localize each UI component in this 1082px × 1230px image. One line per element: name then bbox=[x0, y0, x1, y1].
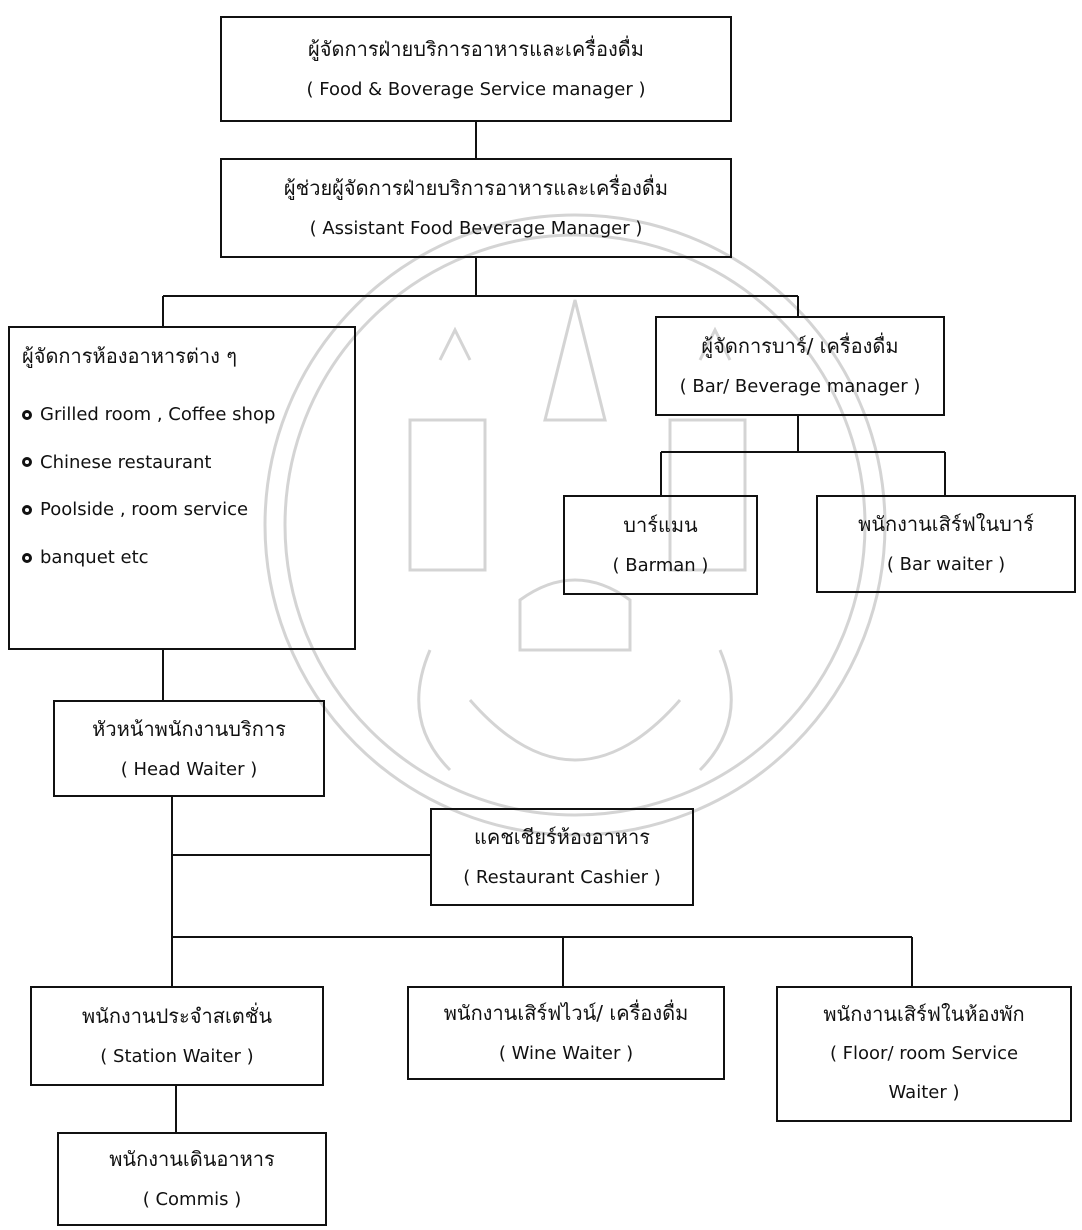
station-waiter-box: พนักงานประจำสเตชั่น ( Station Waiter ) bbox=[30, 986, 324, 1086]
bullet-icon bbox=[22, 504, 32, 515]
floor-waiter-box: พนักงานเสิร์ฟในห้องพัก ( Floor/ room Ser… bbox=[776, 986, 1072, 1122]
floor-waiter-title-en-line2: Waiter ) bbox=[888, 1082, 960, 1103]
head-waiter-title-en: ( Head Waiter ) bbox=[120, 758, 258, 780]
restaurant-item-label: Chinese restaurant bbox=[40, 451, 212, 473]
bar-waiter-title-th: พนักงานเสิร์ฟในบาร์ bbox=[858, 512, 1034, 537]
restaurant-list-item: Grilled room , Coffee shop bbox=[22, 404, 275, 426]
head-waiter-title-th: หัวหน้าพนักงานบริการ bbox=[92, 716, 286, 741]
cashier-box: แคชเชียร์ห้องอาหาร ( Restaurant Cashier … bbox=[430, 808, 694, 906]
restaurant-item-label: banquet etc bbox=[40, 546, 149, 568]
cashier-title-en: ( Restaurant Cashier ) bbox=[463, 867, 661, 889]
assistant-manager-title-th: ผู้ช่วยผู้จัดการฝ่ายบริการอาหารและเครื่อ… bbox=[283, 176, 669, 201]
station-waiter-title-th: พนักงานประจำสเตชั่น bbox=[81, 1004, 273, 1029]
floor-waiter-title-th: พนักงานเสิร์ฟในห้องพัก bbox=[823, 1002, 1025, 1026]
fb-manager-title-en: ( Food & Boverage Service manager ) bbox=[306, 79, 646, 101]
wine-waiter-box: พนักงานเสิร์ฟไวน์/ เครื่องดื่ม ( Wine Wa… bbox=[407, 986, 725, 1080]
floor-waiter-title-en-line1: ( Floor/ room Service bbox=[829, 1043, 1019, 1064]
wine-waiter-title-th: พนักงานเสิร์ฟไวน์/ เครื่องดื่ม bbox=[443, 1001, 689, 1026]
wine-waiter-title-en: ( Wine Waiter ) bbox=[498, 1043, 634, 1065]
bullet-icon bbox=[22, 409, 32, 420]
fb-manager-title-th: ผู้จัดการฝ่ายบริการอาหารและเครื่องดื่ม bbox=[308, 37, 644, 62]
assistant-manager-title-en: ( Assistant Food Beverage Manager ) bbox=[309, 218, 643, 240]
barman-title-en: ( Barman ) bbox=[612, 555, 709, 577]
restaurant-list-item: Chinese restaurant bbox=[22, 452, 211, 474]
restaurant-item-label: Grilled room , Coffee shop bbox=[40, 404, 276, 425]
bar-manager-title-th: ผู้จัดการบาร์/ เครื่องดื่ม bbox=[701, 334, 899, 359]
head-waiter-box: หัวหน้าพนักงานบริการ ( Head Waiter ) bbox=[53, 700, 325, 797]
bar-manager-title-en: ( Bar/ Beverage manager ) bbox=[679, 376, 921, 398]
station-waiter-title-en: ( Station Waiter ) bbox=[100, 1046, 254, 1068]
bar-manager-box: ผู้จัดการบาร์/ เครื่องดื่ม ( Bar/ Bevera… bbox=[655, 316, 945, 416]
commis-title-en: ( Commis ) bbox=[142, 1189, 242, 1211]
bullet-icon bbox=[22, 457, 32, 468]
barman-box: บาร์แมน ( Barman ) bbox=[563, 495, 758, 595]
bullet-icon bbox=[22, 552, 32, 563]
commis-box: พนักงานเดินอาหาร ( Commis ) bbox=[57, 1132, 327, 1226]
fb-manager-box: ผู้จัดการฝ่ายบริการอาหารและเครื่องดื่ม (… bbox=[220, 16, 732, 122]
barman-title-th: บาร์แมน bbox=[623, 513, 698, 538]
restaurant-list-item: banquet etc bbox=[22, 547, 149, 569]
bar-waiter-title-en: ( Bar waiter ) bbox=[886, 554, 1006, 576]
restaurant-item-label: Poolside , room service bbox=[40, 499, 249, 521]
cashier-title-th: แคชเชียร์ห้องอาหาร bbox=[473, 825, 651, 850]
restaurant-manager-box: ผู้จัดการห้องอาหารต่าง ๆ Grilled room , … bbox=[8, 326, 356, 650]
restaurant-list-item: Poolside , room service bbox=[22, 499, 248, 521]
assistant-manager-box: ผู้ช่วยผู้จัดการฝ่ายบริการอาหารและเครื่อ… bbox=[220, 158, 732, 258]
restaurant-manager-title-th: ผู้จัดการห้องอาหารต่าง ๆ bbox=[22, 344, 237, 368]
commis-title-th: พนักงานเดินอาหาร bbox=[109, 1147, 275, 1172]
bar-waiter-box: พนักงานเสิร์ฟในบาร์ ( Bar waiter ) bbox=[816, 495, 1076, 593]
